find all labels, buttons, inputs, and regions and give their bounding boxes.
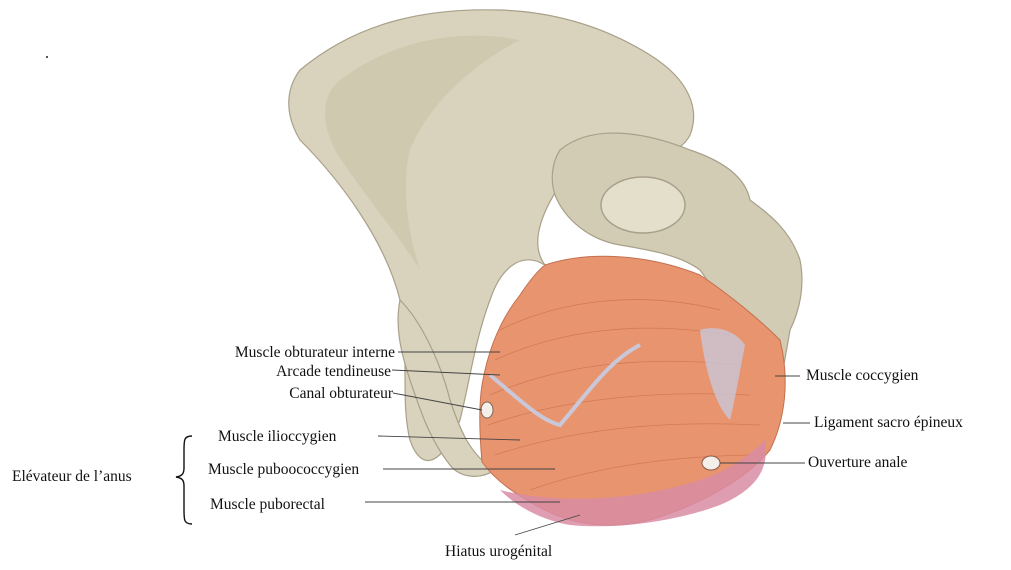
- label-ouverture-anale: Ouverture anale: [808, 455, 907, 471]
- label-ilioccygien: Muscle ilioccygien: [218, 429, 336, 445]
- anal-opening: [702, 456, 720, 470]
- label-puborectal: Muscle puborectal: [210, 497, 325, 513]
- label-coccygien: Muscle coccygien: [806, 368, 918, 384]
- vertebral-body: [601, 177, 685, 233]
- label-elevateur-anus: Elévateur de l’anus: [12, 469, 132, 485]
- label-canal-obturateur: Canal obturateur: [289, 386, 393, 402]
- obturator-canal: [481, 402, 493, 418]
- label-arcade-tendineuse: Arcade tendineuse: [276, 364, 391, 380]
- label-pubococcygien: Muscle puboococcygien: [208, 462, 359, 478]
- stray-mark: [46, 56, 48, 58]
- label-ligament-sacro-epineux: Ligament sacro épineux: [814, 415, 963, 431]
- brace: [176, 436, 192, 524]
- label-hiatus-urogenital: Hiatus urogénital: [445, 544, 552, 560]
- label-obturateur-interne: Muscle obturateur interne: [235, 345, 395, 361]
